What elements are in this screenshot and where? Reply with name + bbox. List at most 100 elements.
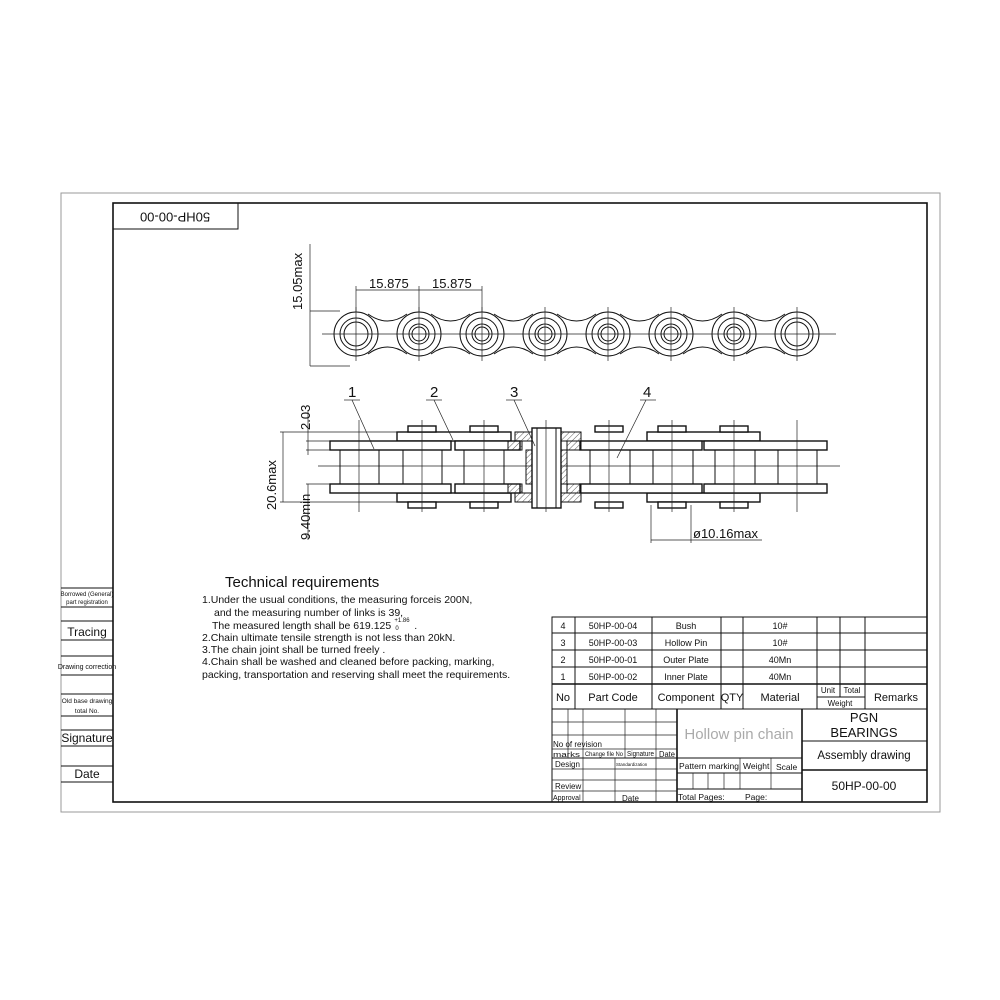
cell-material: 10# xyxy=(772,638,787,648)
pin-joint xyxy=(522,307,568,361)
outer-plate xyxy=(396,431,512,442)
cell-component: Hollow Pin xyxy=(665,638,708,648)
cell-material: 10# xyxy=(772,621,787,631)
balloon-2: 2 xyxy=(430,384,438,401)
date-label: Date xyxy=(74,767,100,781)
tech-req-line: The measured length shall be 619.125 xyxy=(212,620,391,632)
pitch-dimension: 15.875 xyxy=(432,276,472,291)
header-remarks: Remarks xyxy=(874,692,919,704)
header-weight: Weight xyxy=(828,699,854,708)
left-registration-column: Borrowed (General) part registration Tra… xyxy=(58,587,116,783)
sheet-outer-border xyxy=(60,192,941,813)
inner-plate xyxy=(579,483,703,494)
inner-width-dimension: 9.40min xyxy=(298,494,313,540)
tolerance-lower: 0 xyxy=(395,626,399,632)
outer-plate xyxy=(646,431,761,442)
link-waist xyxy=(367,313,408,322)
cell-no: 2 xyxy=(560,655,565,665)
header-total: Total xyxy=(844,686,861,695)
borrowed-label: Borrowed (General) xyxy=(61,592,114,598)
balloon-3: 3 xyxy=(510,384,518,401)
link-waist xyxy=(556,346,597,355)
change-file-no-label: Change file No xyxy=(585,752,624,758)
link-waist xyxy=(682,346,723,355)
drawing-type: Assembly drawing xyxy=(817,750,910,762)
tech-req-line: 1.Under the usual conditions, the measur… xyxy=(202,594,472,606)
signature-label: Signature xyxy=(61,731,113,745)
scale-label: Scale xyxy=(776,762,798,772)
link-waist xyxy=(745,346,786,355)
signature-header: Signature xyxy=(627,751,654,758)
link-waist xyxy=(367,346,408,355)
tech-req-line: 2.Chain ultimate tensile strength is not… xyxy=(202,632,455,644)
header-part-code: Part Code xyxy=(588,692,638,704)
side-view-dimensions: 20.6max 2.03 9.40min ø10.16max xyxy=(264,405,762,543)
outer-plate xyxy=(646,492,761,503)
pin-joint xyxy=(459,307,505,361)
drawing-correction-label: Drawing correction xyxy=(58,664,116,671)
cell-material: 40Mn xyxy=(769,672,792,682)
link-waist xyxy=(682,313,723,322)
section-hatch xyxy=(566,440,582,451)
inner-plate xyxy=(703,440,828,451)
chain-top-view xyxy=(322,307,836,361)
product-name: Hollow pin chain xyxy=(684,726,793,743)
cell-component: Inner Plate xyxy=(664,672,708,682)
cell-component: Outer Plate xyxy=(663,655,709,665)
link-waist xyxy=(556,313,597,322)
approval-label: Approval xyxy=(553,795,581,802)
plate-thickness-dimension: 2.03 xyxy=(298,405,313,430)
link-waist xyxy=(619,313,660,322)
link-waist xyxy=(493,313,534,322)
cell-no: 1 xyxy=(560,672,565,682)
no-of-revision-label: No of revision xyxy=(553,740,602,749)
borrowed-label: part registration xyxy=(66,600,108,606)
tech-req-line: 3.The chain joint shall be turned freely… xyxy=(202,644,385,656)
tech-req-line: 4.Chain shall be washed and cleaned befo… xyxy=(202,656,494,668)
header-unit: Unit xyxy=(821,686,836,695)
old-base-drawing-label: Old base drawing xyxy=(62,698,113,705)
pin-joint xyxy=(711,307,757,361)
drawing-frame xyxy=(112,202,928,803)
roller-diameter-dimension: ø10.16max xyxy=(693,526,759,541)
inner-plate xyxy=(329,483,452,494)
cell-part-code: 50HP-00-01 xyxy=(589,655,638,665)
rotated-code-box: 50HP-00-00 xyxy=(112,202,239,230)
balloon-1: 1 xyxy=(348,384,356,401)
tolerance-upper: +1.86 xyxy=(394,618,410,624)
title-block: No of revision marks Change file No Sign… xyxy=(551,708,928,803)
link-waist xyxy=(493,346,534,355)
section-hatch xyxy=(507,483,523,494)
date-header: Date xyxy=(659,750,676,759)
header-material: Material xyxy=(760,692,799,704)
section-hatch xyxy=(507,440,523,451)
header-component: Component xyxy=(658,692,715,704)
header-qty: QTY xyxy=(721,692,744,704)
rotated-drawing-code: 50HP-00-00 xyxy=(140,210,210,225)
page-label: Page: xyxy=(745,792,767,802)
pin-joint xyxy=(396,307,442,361)
design-label: Design xyxy=(555,760,580,769)
part-balloons: 1 2 3 4 xyxy=(344,384,656,459)
inner-plate xyxy=(579,440,703,451)
pin-joint xyxy=(648,307,694,361)
cell-part-code: 50HP-00-04 xyxy=(589,621,638,631)
drawing-number: 50HP-00-00 xyxy=(832,779,897,793)
standardization-label: Standardization xyxy=(616,762,648,767)
pin-joint xyxy=(585,307,631,361)
tracing-label: Tracing xyxy=(67,625,107,639)
tech-req-trailing: . xyxy=(414,620,417,632)
marks-label: marks xyxy=(553,752,581,759)
approval-date-label: Date xyxy=(622,794,639,803)
cell-part-code: 50HP-00-02 xyxy=(589,672,638,682)
old-base-drawing-label: total No. xyxy=(75,708,99,715)
header-no: No xyxy=(556,692,570,704)
height-dimension: 15.05max xyxy=(290,252,305,310)
table-row: 1 50HP-00-02 Inner Plate 40Mn xyxy=(560,672,791,682)
total-pages-label: Total Pages: xyxy=(678,792,725,802)
section-hatch xyxy=(560,431,582,442)
inner-plate xyxy=(703,483,828,494)
